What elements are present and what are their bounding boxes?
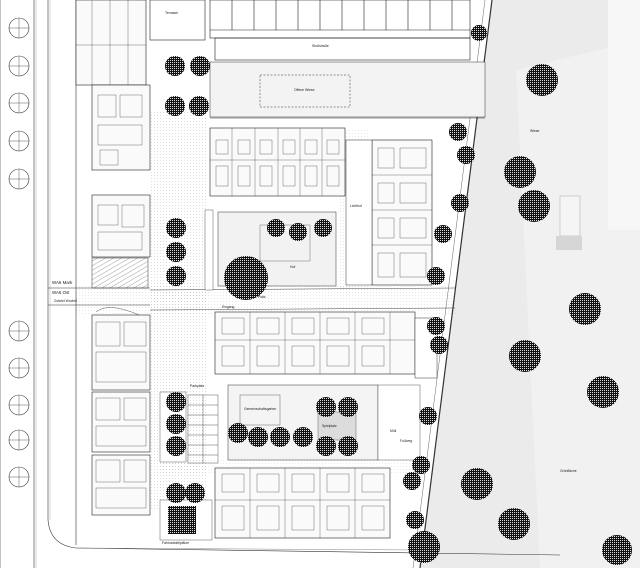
tree-canopy-icon: [185, 483, 205, 503]
ramp-entrance: [91, 257, 149, 289]
tree-canopy-icon: [412, 456, 430, 474]
tree-canopy-icon: [518, 190, 550, 222]
tree-group-interior: [165, 56, 358, 503]
tree-canopy-icon: [451, 194, 469, 212]
tree-canopy-icon: [427, 317, 445, 335]
tree-canopy-icon: [449, 123, 467, 141]
label-muell: Müll: [390, 429, 397, 433]
tree-canopy-icon: [293, 427, 313, 447]
label-terrasse: Terrasse: [165, 11, 179, 15]
label-fahrrad: Fahrradstellplätze: [162, 541, 189, 545]
tree-canopy-icon: [504, 156, 536, 188]
label-open-meadow: Offene Wiese: [294, 88, 315, 92]
south-central-block: [214, 311, 416, 375]
tree-canopy-icon: [165, 96, 185, 116]
tree-canopy-icon: [403, 472, 421, 490]
parking: [187, 394, 219, 464]
label-spielplatz: Spielplatz: [322, 424, 337, 428]
tree-canopy-icon: [526, 64, 558, 96]
east-block: [371, 139, 433, 286]
tree-canopy-icon: [189, 96, 209, 116]
label-hof: Hof: [290, 265, 296, 269]
tree-canopy-icon: [427, 267, 445, 285]
tree-canopy-icon: [434, 225, 452, 243]
tree-canopy-icon: [228, 423, 248, 443]
tree-canopy-icon: [408, 531, 440, 563]
tree-canopy-icon: [314, 219, 332, 237]
tree-canopy-icon: [248, 427, 268, 447]
open-meadow: [209, 61, 486, 118]
south-block: [214, 467, 391, 539]
label-wa-mark: WA6 Mark: [52, 280, 73, 285]
west-building-row: [75, 0, 151, 516]
label-eingang: Eingang: [222, 305, 235, 309]
label-wa-ost: WA6 Ost: [52, 290, 70, 295]
tree-canopy-icon: [165, 56, 185, 76]
tree-canopy-icon: [316, 436, 336, 456]
tree-canopy-icon: [461, 468, 493, 500]
tree-canopy-icon: [267, 219, 285, 237]
label-lichthof: Lichthof: [350, 204, 362, 208]
tree-group-park: [461, 64, 632, 565]
bike-storage: [168, 506, 196, 534]
tree-canopy-icon: [602, 535, 632, 565]
tree-canopy-icon: [270, 427, 290, 447]
tree-canopy-icon: [166, 436, 186, 456]
tree-canopy-icon: [419, 407, 437, 425]
label-strasse: Stoßstraße: [312, 44, 329, 48]
tree-canopy-icon: [316, 397, 336, 417]
tree-canopy-icon: [224, 256, 268, 300]
tree-canopy-icon: [338, 397, 358, 417]
tree-canopy-icon: [587, 376, 619, 408]
central-north-block: [209, 127, 346, 197]
paving-crossway: [76, 285, 456, 315]
tree-canopy-icon: [569, 293, 601, 325]
label-gemeinschaft: Gemeinschaftsgarten: [244, 407, 277, 411]
label-parkplatz: Parkplatz: [190, 384, 205, 388]
label-gruenflaeche: Grünfläche: [560, 469, 577, 473]
tree-canopy-icon: [289, 223, 307, 241]
tree-canopy-icon: [166, 242, 186, 262]
street-tree-row: [8, 17, 30, 488]
tree-canopy-icon: [430, 336, 448, 354]
tree-canopy-icon: [166, 218, 186, 238]
label-zufahrt: Zufahrt Wochel: [54, 299, 77, 303]
tree-group-boundary: [403, 25, 487, 563]
label-wiese: Wiese: [530, 129, 540, 133]
label-platz: Platz: [258, 295, 266, 299]
label-weg: Fußweg: [400, 439, 413, 443]
north-building-row: [149, 0, 471, 61]
tree-canopy-icon: [338, 436, 358, 456]
tree-canopy-icon: [166, 483, 186, 503]
tree-canopy-icon: [190, 56, 210, 76]
tree-canopy-icon: [498, 508, 530, 540]
tree-canopy-icon: [166, 414, 186, 434]
tree-canopy-icon: [166, 392, 186, 412]
tree-canopy-icon: [509, 340, 541, 372]
tree-canopy-icon: [471, 25, 487, 41]
tree-canopy-icon: [457, 146, 475, 164]
tree-canopy-icon: [166, 266, 186, 286]
tree-canopy-icon: [406, 511, 424, 529]
